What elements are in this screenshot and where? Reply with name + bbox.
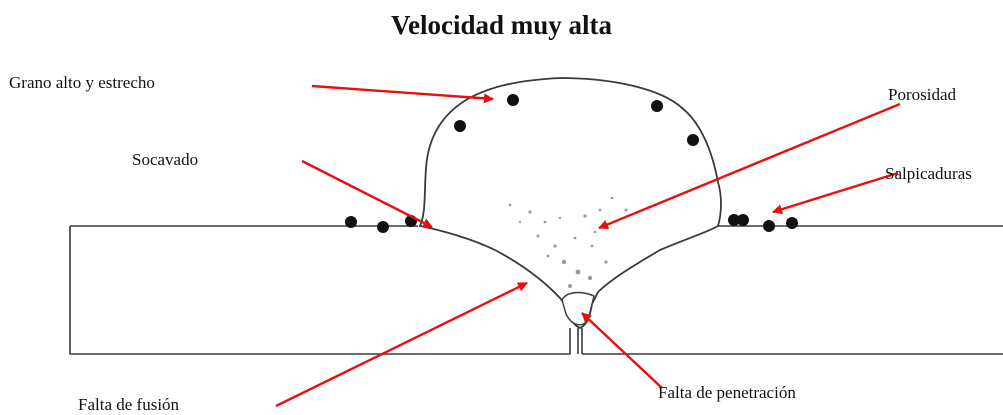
diagram-title: Velocidad muy alta	[390, 10, 613, 40]
label-socavado: Socavado	[132, 150, 199, 169]
arrow-salpicaduras	[772, 171, 899, 215]
arrow-falta-penetracion	[581, 312, 663, 389]
label-salpicaduras: Salpicaduras	[885, 164, 972, 183]
arrow-falta-fusion	[275, 281, 528, 408]
weld-bead	[418, 77, 722, 329]
label-porosidad: Porosidad	[888, 85, 956, 104]
spatter-on-plates	[345, 214, 798, 233]
arrow-socavado	[301, 159, 433, 229]
label-grano: Grano alto y estrecho	[9, 73, 155, 92]
label-falta-fusion: Falta de fusión	[78, 395, 180, 414]
arrow-grano	[311, 84, 494, 104]
left-plate	[69, 225, 579, 355]
porosity-dots	[508, 196, 628, 288]
label-falta-penetracion: Falta de penetración	[658, 383, 796, 402]
spatter-on-bead	[454, 94, 699, 146]
arrow-porosidad	[598, 102, 901, 230]
